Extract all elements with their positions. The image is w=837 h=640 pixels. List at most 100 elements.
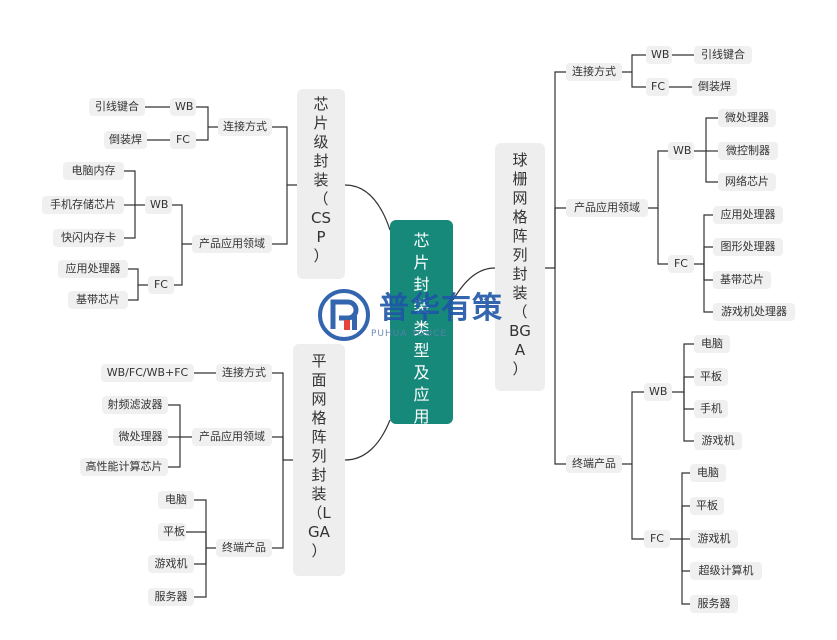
center-title-char: 及 — [413, 363, 430, 382]
branch-title-char: 装 — [311, 485, 327, 503]
watermark-subtext: PUHUA YOUCE — [371, 329, 448, 339]
company-logo-icon — [318, 289, 370, 341]
csp-app-item: 应用处理器 — [58, 260, 128, 278]
branch-title-char: （ — [313, 190, 329, 208]
branch-title-char: A — [514, 341, 526, 359]
csp-wire-bonding: 引线键合 — [89, 98, 145, 116]
bga-app-item: 基带芯片 — [713, 271, 771, 289]
bga-app-item: 图形处理器 — [713, 238, 783, 256]
lga-connection-value: WB/FC/WB+FC — [101, 364, 194, 382]
bga-connection-fc: FC — [646, 78, 669, 96]
bga-app-item: 游戏机处理器 — [713, 303, 795, 321]
branch-title-char: 级 — [313, 133, 329, 151]
branch-title-char: 网 — [311, 390, 327, 408]
lga-app-item: 高性能计算芯片 — [80, 458, 168, 476]
watermark-logo: 普华有策 PUHUA YOUCE — [316, 287, 531, 347]
center-title-char: 封 — [413, 275, 430, 294]
bga-connection-wb: WB — [646, 46, 672, 64]
branch-title-char: ） — [311, 542, 327, 560]
csp-app-item: 电脑内存 — [63, 162, 124, 180]
center-title-char: 用 — [413, 407, 430, 426]
bga-terminal-item: 游戏机 — [690, 530, 738, 548]
branch-csp: 芯 片 级 封 装 （ CS P ） — [297, 89, 345, 279]
lga-app-item: 微处理器 — [113, 428, 168, 446]
csp-flip-chip: 倒装焊 — [104, 131, 147, 149]
center-title-char: 装 — [413, 297, 430, 316]
csp-app-item: 基带芯片 — [68, 291, 128, 309]
csp-app-item: 手机存储芯片 — [42, 196, 124, 214]
bga-app-item: 微处理器 — [718, 109, 776, 127]
branch-bga: 球 栅 网 格 阵 列 封 装 （ BG A ） — [495, 143, 545, 391]
branch-title-char: 面 — [311, 371, 327, 389]
center-title-char: 类 — [413, 319, 430, 338]
lga-terminal-item: 电脑 — [158, 491, 194, 509]
branch-title-char: CS — [311, 209, 331, 227]
branch-title-char: 列 — [512, 246, 528, 264]
branch-title-char: 格 — [311, 409, 327, 427]
branch-title-char: 装 — [512, 284, 528, 302]
csp-apps-fc: FC — [148, 276, 174, 294]
lga-terminal-item: 游戏机 — [148, 555, 194, 573]
lga-terminal-item: 平板 — [158, 523, 186, 541]
bga-wire-bonding: 引线键合 — [694, 46, 752, 64]
bga-app-item: 应用处理器 — [713, 206, 783, 224]
branch-lga: 平 面 网 格 阵 列 封 装 （L GA ） — [293, 344, 345, 576]
bga-terminal-item: 游戏机 — [694, 432, 742, 450]
center-title-char: 片 — [413, 253, 430, 272]
branch-title-char: ） — [313, 247, 329, 265]
bga-terminal-item: 服务器 — [690, 595, 738, 613]
bga-terminals-wb: WB — [644, 383, 672, 401]
branch-title-char: 阵 — [311, 428, 327, 446]
branch-title-char: 网 — [512, 189, 528, 207]
branch-title-char: 封 — [512, 265, 528, 283]
csp-apps-wb: WB — [145, 196, 172, 214]
lga-terminal-item: 服务器 — [148, 588, 194, 606]
branch-title-char: P — [316, 228, 326, 246]
bga-terminal-item: 平板 — [690, 497, 724, 515]
branch-title-char: 球 — [512, 151, 528, 169]
branch-title-char: 列 — [311, 447, 327, 465]
bga-terminals-node: 终端产品 — [566, 455, 622, 473]
bga-terminal-item: 电脑 — [690, 464, 726, 482]
branch-title-char: 平 — [311, 352, 327, 370]
csp-connection-fc: FC — [170, 131, 196, 149]
branch-title-char: 片 — [313, 114, 329, 132]
branch-title-char: 格 — [512, 208, 528, 226]
center-title-char: 型 — [413, 341, 430, 360]
bga-terminals-fc: FC — [644, 530, 670, 548]
csp-connection-node: 连接方式 — [218, 118, 272, 136]
branch-title-char: ） — [512, 360, 528, 378]
branch-title-char: （L — [307, 504, 331, 522]
csp-app-item: 快闪内存卡 — [53, 229, 124, 247]
branch-title-char: （ — [512, 303, 528, 321]
center-title-char: 芯 — [413, 231, 430, 250]
bga-app-item: 微控制器 — [718, 142, 778, 160]
branch-title-char: 装 — [313, 171, 329, 189]
bga-apps-fc: FC — [668, 255, 694, 273]
center-topic: 芯 片 封 装 类 型 及 应 用 — [390, 220, 453, 426]
bga-app-item: 网络芯片 — [718, 173, 776, 191]
csp-connection-wb: WB — [170, 98, 196, 116]
lga-app-item: 射频滤波器 — [102, 396, 168, 414]
bga-terminal-item: 平板 — [694, 368, 728, 386]
csp-apps-node: 产品应用领域 — [192, 235, 272, 253]
lga-connection-node: 连接方式 — [216, 364, 272, 382]
bga-terminal-item: 超级计算机 — [690, 562, 762, 580]
branch-title-char: 封 — [313, 152, 329, 170]
lga-terminals-node: 终端产品 — [216, 539, 272, 557]
branch-title-char: 栅 — [512, 170, 528, 188]
branch-title-char: BG — [509, 322, 531, 340]
bga-terminal-item: 电脑 — [694, 335, 730, 353]
watermark-text: 普华有策 — [379, 291, 503, 326]
lga-apps-node: 产品应用领域 — [192, 428, 272, 446]
branch-title-char: 阵 — [512, 227, 528, 245]
center-title-char: 应 — [413, 385, 430, 404]
bga-connection-node: 连接方式 — [566, 63, 622, 81]
branch-title-char: 芯 — [313, 95, 329, 113]
bga-flip-chip: 倒装焊 — [692, 78, 737, 96]
bga-terminal-item: 手机 — [694, 400, 728, 418]
branch-title-char: GA — [308, 523, 330, 541]
bga-apps-wb: WB — [668, 142, 694, 160]
branch-title-char: 封 — [311, 466, 327, 484]
